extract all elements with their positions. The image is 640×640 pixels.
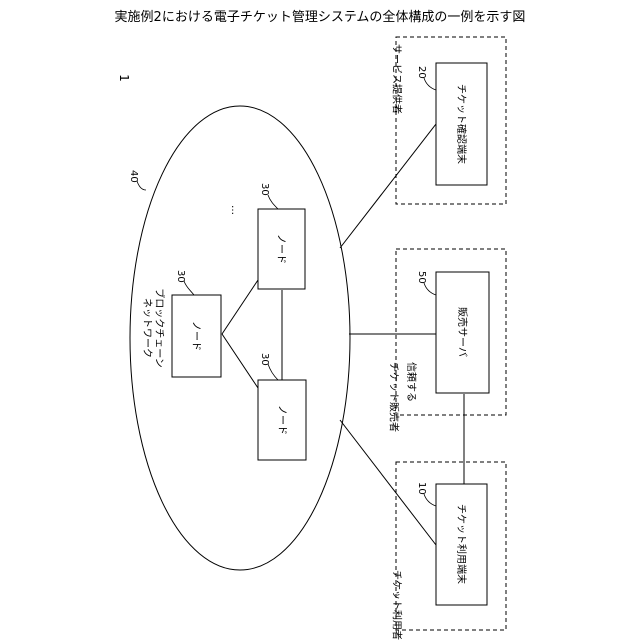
seller-ref-leader <box>424 283 436 295</box>
seller-group-label-line2: チケット販売者 <box>388 362 401 432</box>
node-ref-leader-bottom <box>268 364 278 380</box>
node-label-bottom: ノード <box>276 405 287 435</box>
link-network-to-provider <box>340 124 436 248</box>
network-label-line2: ネットワーク <box>141 298 153 358</box>
provider-ref-number: 20 <box>416 66 427 79</box>
node-ref-leader-top <box>268 195 278 209</box>
node-link-center-bottom <box>222 334 258 388</box>
node-ref-bottom: 30 <box>259 353 270 366</box>
node-ref-leader-center <box>184 281 194 295</box>
node-link-center-top <box>222 280 258 334</box>
user-ref-number: 10 <box>416 482 427 495</box>
network-label-line1: ブロックチェーン <box>153 288 166 368</box>
figure-number: 1 <box>117 74 131 82</box>
diagram-title: 実施例2における電子チケット管理システムの全体構成の一例を示す図 <box>115 9 526 25</box>
network-ref-number: 40 <box>128 170 139 183</box>
node-label-center: ノード <box>190 321 201 351</box>
user-ref-leader <box>424 494 436 506</box>
more-nodes-ellipsis: … <box>229 205 240 215</box>
ticket-check-terminal-label: チケット確認端末 <box>455 84 468 164</box>
ticket-user-terminal-label: チケット利用端末 <box>455 504 468 584</box>
node-ref-top: 30 <box>259 183 270 196</box>
node-label-top: ノード <box>275 234 286 264</box>
user-group-label: チケット利用者 <box>391 570 403 640</box>
sales-server-label: 販売サーバ <box>456 307 469 357</box>
node-ref-center: 30 <box>175 270 186 283</box>
seller-ref-number: 50 <box>416 271 427 284</box>
provider-ref-leader <box>424 78 436 90</box>
seller-group-label-line1: 信頼する <box>405 362 417 402</box>
provider-group-label: サービス提供者 <box>391 44 404 114</box>
